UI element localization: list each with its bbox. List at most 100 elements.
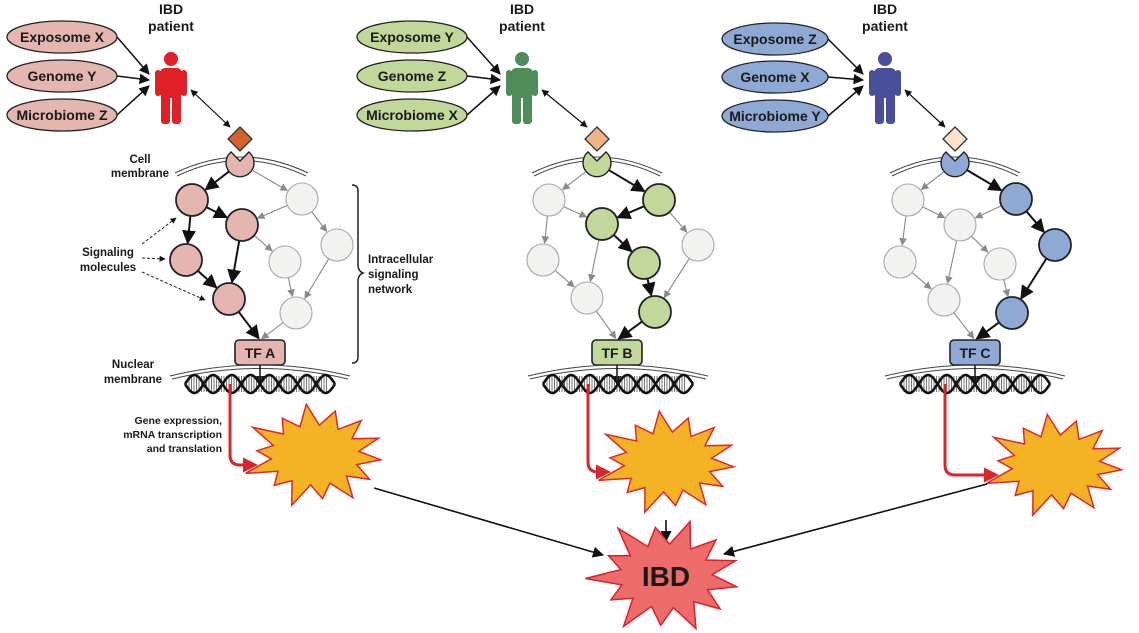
patient-right-leg	[523, 92, 532, 124]
patient-title-line2: patient	[499, 18, 545, 34]
inactive-signal-edge	[256, 204, 288, 220]
inactive-signaling-molecule	[927, 283, 961, 317]
ligand	[227, 126, 253, 152]
active-signaling-molecule	[169, 243, 203, 277]
active-signal-edge	[608, 169, 646, 193]
dna-strand	[898, 373, 1052, 395]
transcription-factor-label: TF C	[959, 345, 990, 361]
signaling-pointer-3	[141, 271, 206, 301]
inactive-signal-edge	[561, 171, 587, 191]
inactive-signal-edge	[287, 277, 295, 298]
microbiome-factor-arrow	[116, 85, 150, 116]
inactive-signal-edge	[945, 240, 958, 285]
active-signaling-molecule	[999, 182, 1033, 216]
patient-head	[878, 52, 892, 66]
genome-factor-label: Genome X	[740, 69, 810, 85]
inactive-signal-edge	[669, 211, 688, 233]
inactive-signal-edge	[311, 211, 328, 233]
patient-ligand-arrow	[541, 89, 588, 128]
inactive-signaling-molecule	[943, 208, 977, 242]
ibd-outcome: IBD	[373, 483, 988, 631]
network-brace	[351, 184, 366, 364]
patient-torso	[511, 68, 533, 98]
patient-left-leg	[161, 92, 170, 124]
patient-left-arm	[155, 70, 161, 96]
inactive-signaling-molecule	[268, 245, 302, 279]
active-signal-edge	[237, 311, 260, 340]
exposome-factor-arrow	[466, 36, 501, 75]
inactive-signal-edge	[587, 239, 600, 283]
signaling-molecules-label-line1: Signaling	[82, 247, 134, 259]
inactive-signaling-molecule	[526, 243, 560, 277]
dna-strand	[183, 373, 337, 395]
ibd-burst	[585, 519, 740, 631]
network-label-line1: Intracellular	[368, 254, 434, 266]
ligand	[942, 126, 968, 152]
dna-strand	[541, 373, 695, 395]
patient-right-leg	[172, 92, 181, 124]
dna-helix-icon	[541, 373, 695, 395]
inactive-signaling-molecule	[532, 183, 566, 217]
microbiome-factor-label: Microbiome Z	[16, 107, 107, 123]
nuclear-membrane-label-line2: membrane	[104, 374, 162, 386]
inactive-signal-edge	[253, 235, 273, 252]
gene-expression-label-line1: Gene expression,	[134, 415, 222, 427]
inactive-signaling-molecule	[883, 245, 917, 279]
exposome-factor-arrow	[827, 38, 864, 75]
active-signaling-molecule	[1038, 228, 1072, 262]
patient-torso	[160, 68, 182, 98]
protein-burst	[245, 402, 384, 508]
inactive-signaling-molecule	[320, 228, 354, 262]
inactive-signal-edge	[595, 310, 617, 339]
receptor	[225, 151, 255, 178]
inactive-signaling-molecule	[279, 296, 313, 330]
signaling-pointer-2	[141, 255, 166, 262]
active-signal-edge	[975, 321, 1000, 340]
active-signal-edge	[204, 170, 230, 191]
inactive-signal-edge	[899, 215, 907, 246]
inactive-signaling-molecule	[570, 281, 604, 315]
receptor	[940, 151, 970, 178]
patient-right-arm	[181, 70, 187, 96]
arrow-star-c-to-ibd	[722, 483, 988, 557]
nuclear-membrane-label-line1: Nuclear	[112, 359, 155, 371]
inactive-signal-edge	[922, 206, 946, 219]
cell-membrane-outer	[174, 156, 309, 174]
active-signaling-molecule	[638, 295, 672, 329]
inactive-signal-edge	[251, 169, 288, 191]
genome-factor-label: Genome Z	[378, 68, 447, 84]
patient-ligand-arrow	[190, 89, 231, 128]
protein-burst	[986, 412, 1125, 518]
patient-title-line1: IBD	[873, 1, 897, 17]
cell-membrane-label-line1: Cell	[129, 154, 150, 166]
gene-expression-label-line3: and translation	[147, 443, 222, 455]
inactive-signal-edge	[541, 215, 550, 244]
microbiome-factor-label: Microbiome X	[366, 107, 458, 123]
genome-factor-label: Genome Y	[28, 68, 98, 84]
patient-title-line1: IBD	[510, 1, 534, 17]
ibd-outcome-label: IBD	[642, 561, 690, 592]
genome-factor-arrow	[466, 73, 502, 85]
inactive-signaling-molecule	[891, 183, 925, 217]
patient-title-line1: IBD	[159, 1, 183, 17]
inactive-signaling-molecule	[681, 228, 715, 262]
cell-membrane-outer	[889, 156, 1021, 174]
patient-icon	[506, 52, 538, 124]
ligand	[584, 126, 610, 152]
inactive-signal-edge	[953, 312, 975, 340]
patient-left-leg	[875, 92, 884, 124]
gene-expression-arrow	[943, 384, 999, 483]
inactive-signal-edge	[304, 258, 330, 300]
inactive-signal-edge	[554, 270, 575, 288]
patient-torso	[874, 68, 896, 98]
active-signal-edge	[966, 169, 1003, 192]
patient-ligand-arrow	[904, 89, 946, 128]
active-signal-edge	[197, 270, 218, 289]
inactive-signal-edge	[971, 235, 989, 253]
patient-left-arm	[506, 70, 512, 96]
exposome-factor-label: Exposome Y	[370, 29, 454, 45]
microbiome-factor-label: Microbiome Y	[729, 108, 821, 124]
